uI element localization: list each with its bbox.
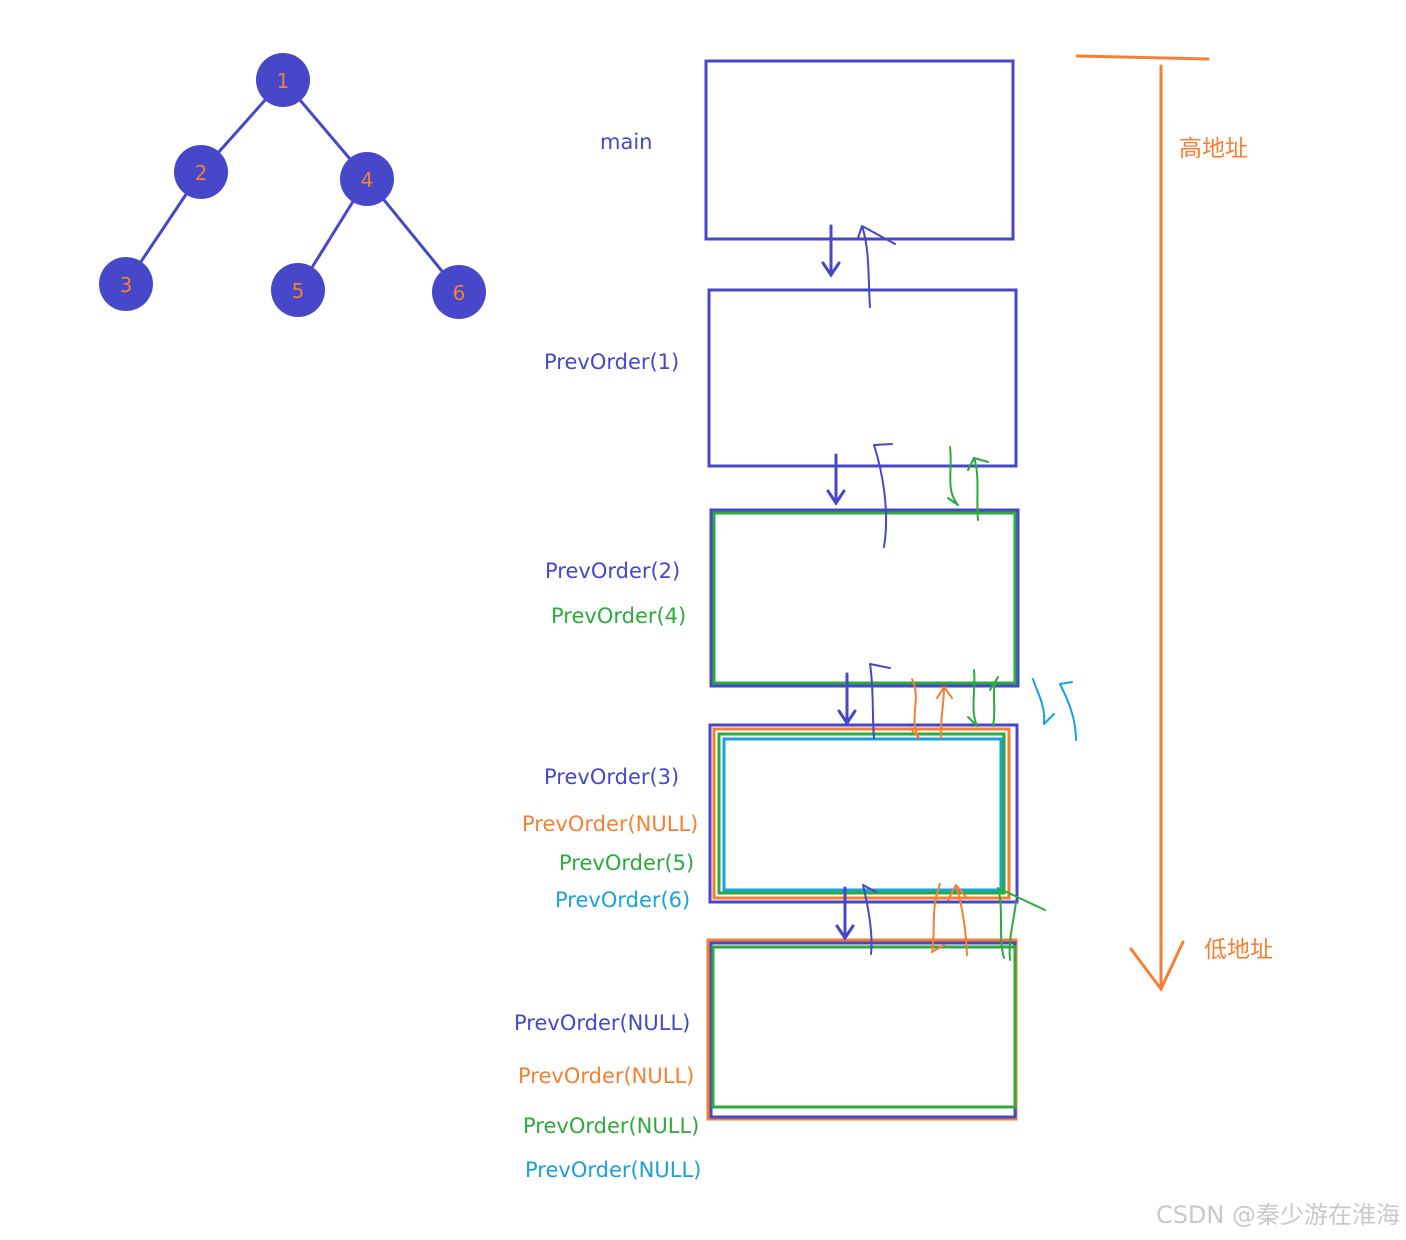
high-address-label: 高地址 [1179, 136, 1248, 162]
return-arrow-icon [947, 446, 1046, 961]
tree-node-label: 4 [361, 168, 374, 192]
tree-node-label: 3 [120, 273, 133, 297]
frame-label-prevorder-null: PrevOrder(NULL) [518, 1064, 695, 1088]
tree-node-label: 5 [292, 279, 305, 303]
stack-frames [704, 59, 1020, 1121]
return-arrow-icon [857, 225, 896, 955]
return-arrow-icon [1032, 678, 1077, 741]
tree-node-5: 5 [271, 263, 325, 317]
tree-node-4: 4 [340, 152, 394, 206]
tree-node-label: 6 [453, 281, 466, 305]
tree-node-6: 6 [432, 265, 486, 319]
frame-label-prevorder-3: PrevOrder(3) [544, 765, 680, 789]
frame-prevorder-1 [707, 288, 1018, 468]
frame-label-prevorder-2: PrevOrder(2) [545, 559, 681, 583]
arrow-down-icon [835, 886, 855, 941]
call-arrows [821, 224, 857, 941]
return-arrows [857, 225, 1077, 961]
frame-label-prevorder-null: PrevOrder(NULL) [522, 812, 699, 836]
frame-label-prevorder-5: PrevOrder(5) [559, 851, 695, 875]
frame-label-main: main [600, 130, 653, 154]
tree-node-1: 1 [256, 53, 310, 107]
frame-prevorder-3-null-5-6 [708, 723, 1019, 904]
tree-node-label: 1 [277, 69, 290, 93]
tree-node-2: 2 [174, 145, 228, 199]
frame-main [704, 59, 1015, 241]
binary-tree: 1 2 3 4 5 6 [99, 53, 486, 319]
arrow-down-icon [821, 224, 841, 278]
frame-label-prevorder-null: PrevOrder(NULL) [514, 1011, 691, 1035]
frame-label-prevorder-null: PrevOrder(NULL) [523, 1114, 700, 1138]
arrow-down-icon [837, 672, 857, 726]
arrow-down-icon [826, 453, 846, 506]
frame-label-prevorder-4: PrevOrder(4) [551, 604, 687, 628]
frame-label-prevorder-6: PrevOrder(6) [555, 888, 691, 912]
low-address-label: 低地址 [1204, 937, 1273, 963]
frame-prevorder-null [706, 938, 1018, 1121]
address-axis [1075, 54, 1210, 992]
return-arrow-icon [909, 678, 968, 956]
frame-prevorder-2-4 [709, 508, 1020, 688]
tree-node-3: 3 [99, 257, 153, 311]
frame-label-prevorder-null: PrevOrder(NULL) [525, 1158, 702, 1182]
tree-node-label: 2 [195, 161, 208, 185]
frame-label-prevorder-1: PrevOrder(1) [544, 350, 680, 374]
arrow-down-icon [1129, 940, 1185, 992]
axis-top-bar [1075, 54, 1210, 61]
watermark: CSDN @秦少游在淮海 [1155, 1201, 1400, 1229]
